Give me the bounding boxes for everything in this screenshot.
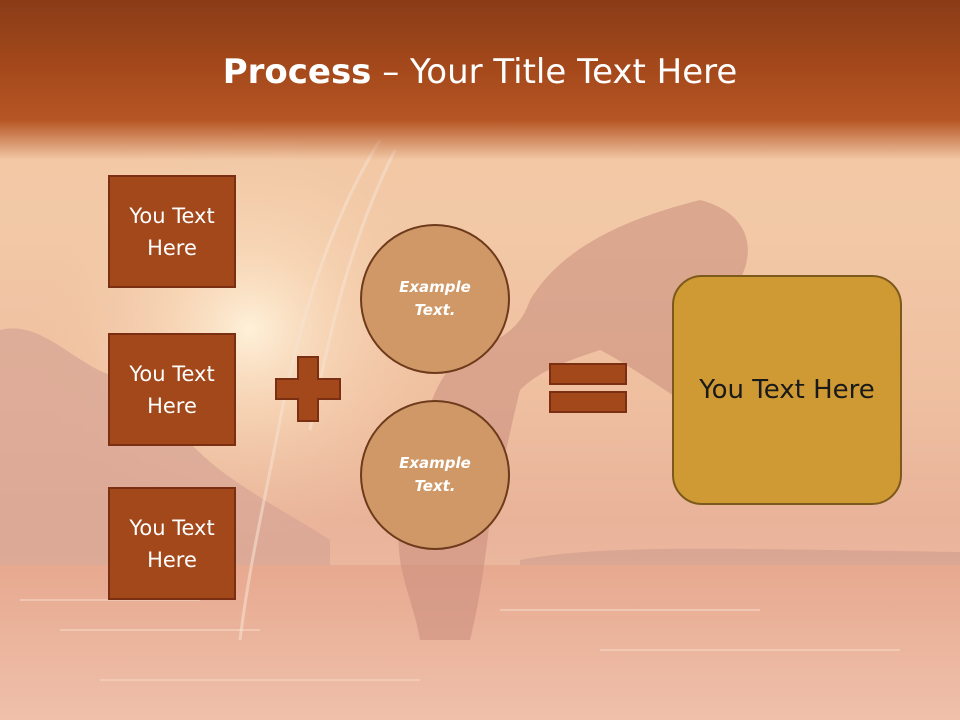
text-box-1: You Text Here	[108, 175, 236, 288]
text-box-label: You Text Here	[129, 361, 215, 418]
circle-label: Example Text.	[399, 278, 471, 319]
text-box-3: You Text Here	[108, 487, 236, 600]
text-box-2: You Text Here	[108, 333, 236, 446]
result-box: You Text Here	[672, 275, 902, 505]
title-bold: Process	[222, 52, 372, 92]
example-circle-2: Example Text.	[360, 400, 510, 550]
text-box-label: You Text Here	[129, 515, 215, 572]
plus-icon	[275, 356, 341, 422]
text-box-label: You Text Here	[129, 203, 215, 260]
title-bar	[0, 0, 960, 160]
equals-bar-top	[549, 363, 627, 385]
title-rest: – Your Title Text Here	[371, 52, 738, 92]
result-label: You Text Here	[699, 375, 875, 405]
example-circle-1: Example Text.	[360, 224, 510, 374]
circle-label: Example Text.	[399, 454, 471, 495]
equals-bar-bottom	[549, 391, 627, 413]
slide-title: Process – Your Title Text Here	[0, 52, 960, 92]
